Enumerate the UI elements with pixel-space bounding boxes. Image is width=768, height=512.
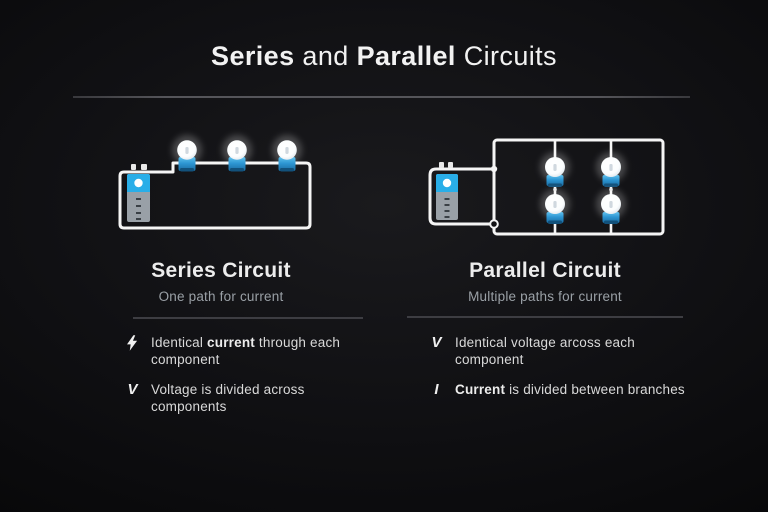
light-bulb-icon	[596, 152, 626, 192]
text-segment: Current	[455, 382, 506, 397]
bullet-text: Identical current through each component	[151, 334, 365, 368]
bullet-text: Voltage is divided across components	[151, 381, 365, 415]
battery-icon	[127, 164, 150, 222]
text-segment: and	[294, 41, 357, 71]
bullet-item: I Current is divided between branches	[429, 381, 691, 398]
bullet-item: Identical current through each component	[125, 334, 365, 368]
letter-v-icon: V	[431, 334, 442, 351]
text-segment: current	[207, 335, 255, 350]
series-bullet-list: Identical current through each component…	[125, 334, 365, 428]
title-divider	[73, 96, 690, 98]
text-segment: Circuits	[455, 41, 557, 71]
parallel-circuit-diagram	[428, 138, 665, 236]
battery-connection-wire	[428, 167, 496, 226]
bullet-item: V Identical voltage arcoss each component	[429, 334, 691, 368]
parallel-section-header: Parallel Circuit Multiple paths for curr…	[423, 259, 667, 304]
battery-terminal	[448, 162, 453, 168]
bullet-text: Current is divided between branches	[455, 381, 685, 398]
series-heading: Series Circuit	[151, 259, 291, 282]
text-segment: Identical	[151, 335, 208, 350]
light-bulb-icon	[596, 189, 626, 224]
bullet-icon-wrap: I	[429, 381, 444, 397]
parallel-wire-loop	[492, 138, 665, 236]
light-bulb-icon	[222, 135, 252, 172]
junction-node	[489, 219, 499, 229]
parallel-subheading: Multiple paths for current	[468, 289, 622, 304]
text-segment: Parallel	[356, 41, 456, 71]
bullet-icon-wrap: V	[429, 334, 444, 350]
text-segment: is divided between branches	[505, 382, 685, 397]
series-section-divider	[133, 317, 363, 319]
battery-icon	[436, 162, 458, 220]
series-section-header: Series Circuit One path for current	[108, 259, 334, 304]
series-wire-loop	[118, 161, 312, 230]
light-bulb-icon	[272, 135, 302, 172]
series-subheading: One path for current	[158, 289, 284, 304]
light-bulb-icon	[172, 135, 202, 172]
letter-v-icon: V	[127, 381, 138, 398]
parallel-section-divider	[407, 316, 683, 318]
series-circuit-diagram	[118, 135, 312, 230]
battery-terminal	[131, 164, 136, 170]
bullet-icon-wrap	[125, 334, 140, 351]
text-segment: Series	[211, 41, 295, 71]
text-segment: Identical voltage arcoss each component	[455, 335, 635, 367]
lightning-bolt-icon	[127, 335, 138, 351]
bullet-text: Identical voltage arcoss each component	[455, 334, 691, 368]
bullet-item: V Voltage is divided across components	[125, 381, 365, 415]
junction-node	[490, 165, 498, 173]
parallel-heading: Parallel Circuit	[469, 259, 621, 282]
page-title: Series and Parallel Circuits	[0, 41, 768, 72]
light-bulb-icon	[540, 152, 570, 192]
battery-terminal	[141, 164, 147, 170]
parallel-bullet-list: V Identical voltage arcoss each component…	[429, 334, 691, 411]
text-segment: Voltage is divided across components	[151, 382, 305, 414]
letter-i-icon: I	[434, 381, 439, 398]
bullet-icon-wrap: V	[125, 381, 140, 397]
battery-terminal	[439, 162, 444, 168]
text-segment: through each component	[151, 335, 341, 367]
light-bulb-icon	[540, 189, 570, 224]
